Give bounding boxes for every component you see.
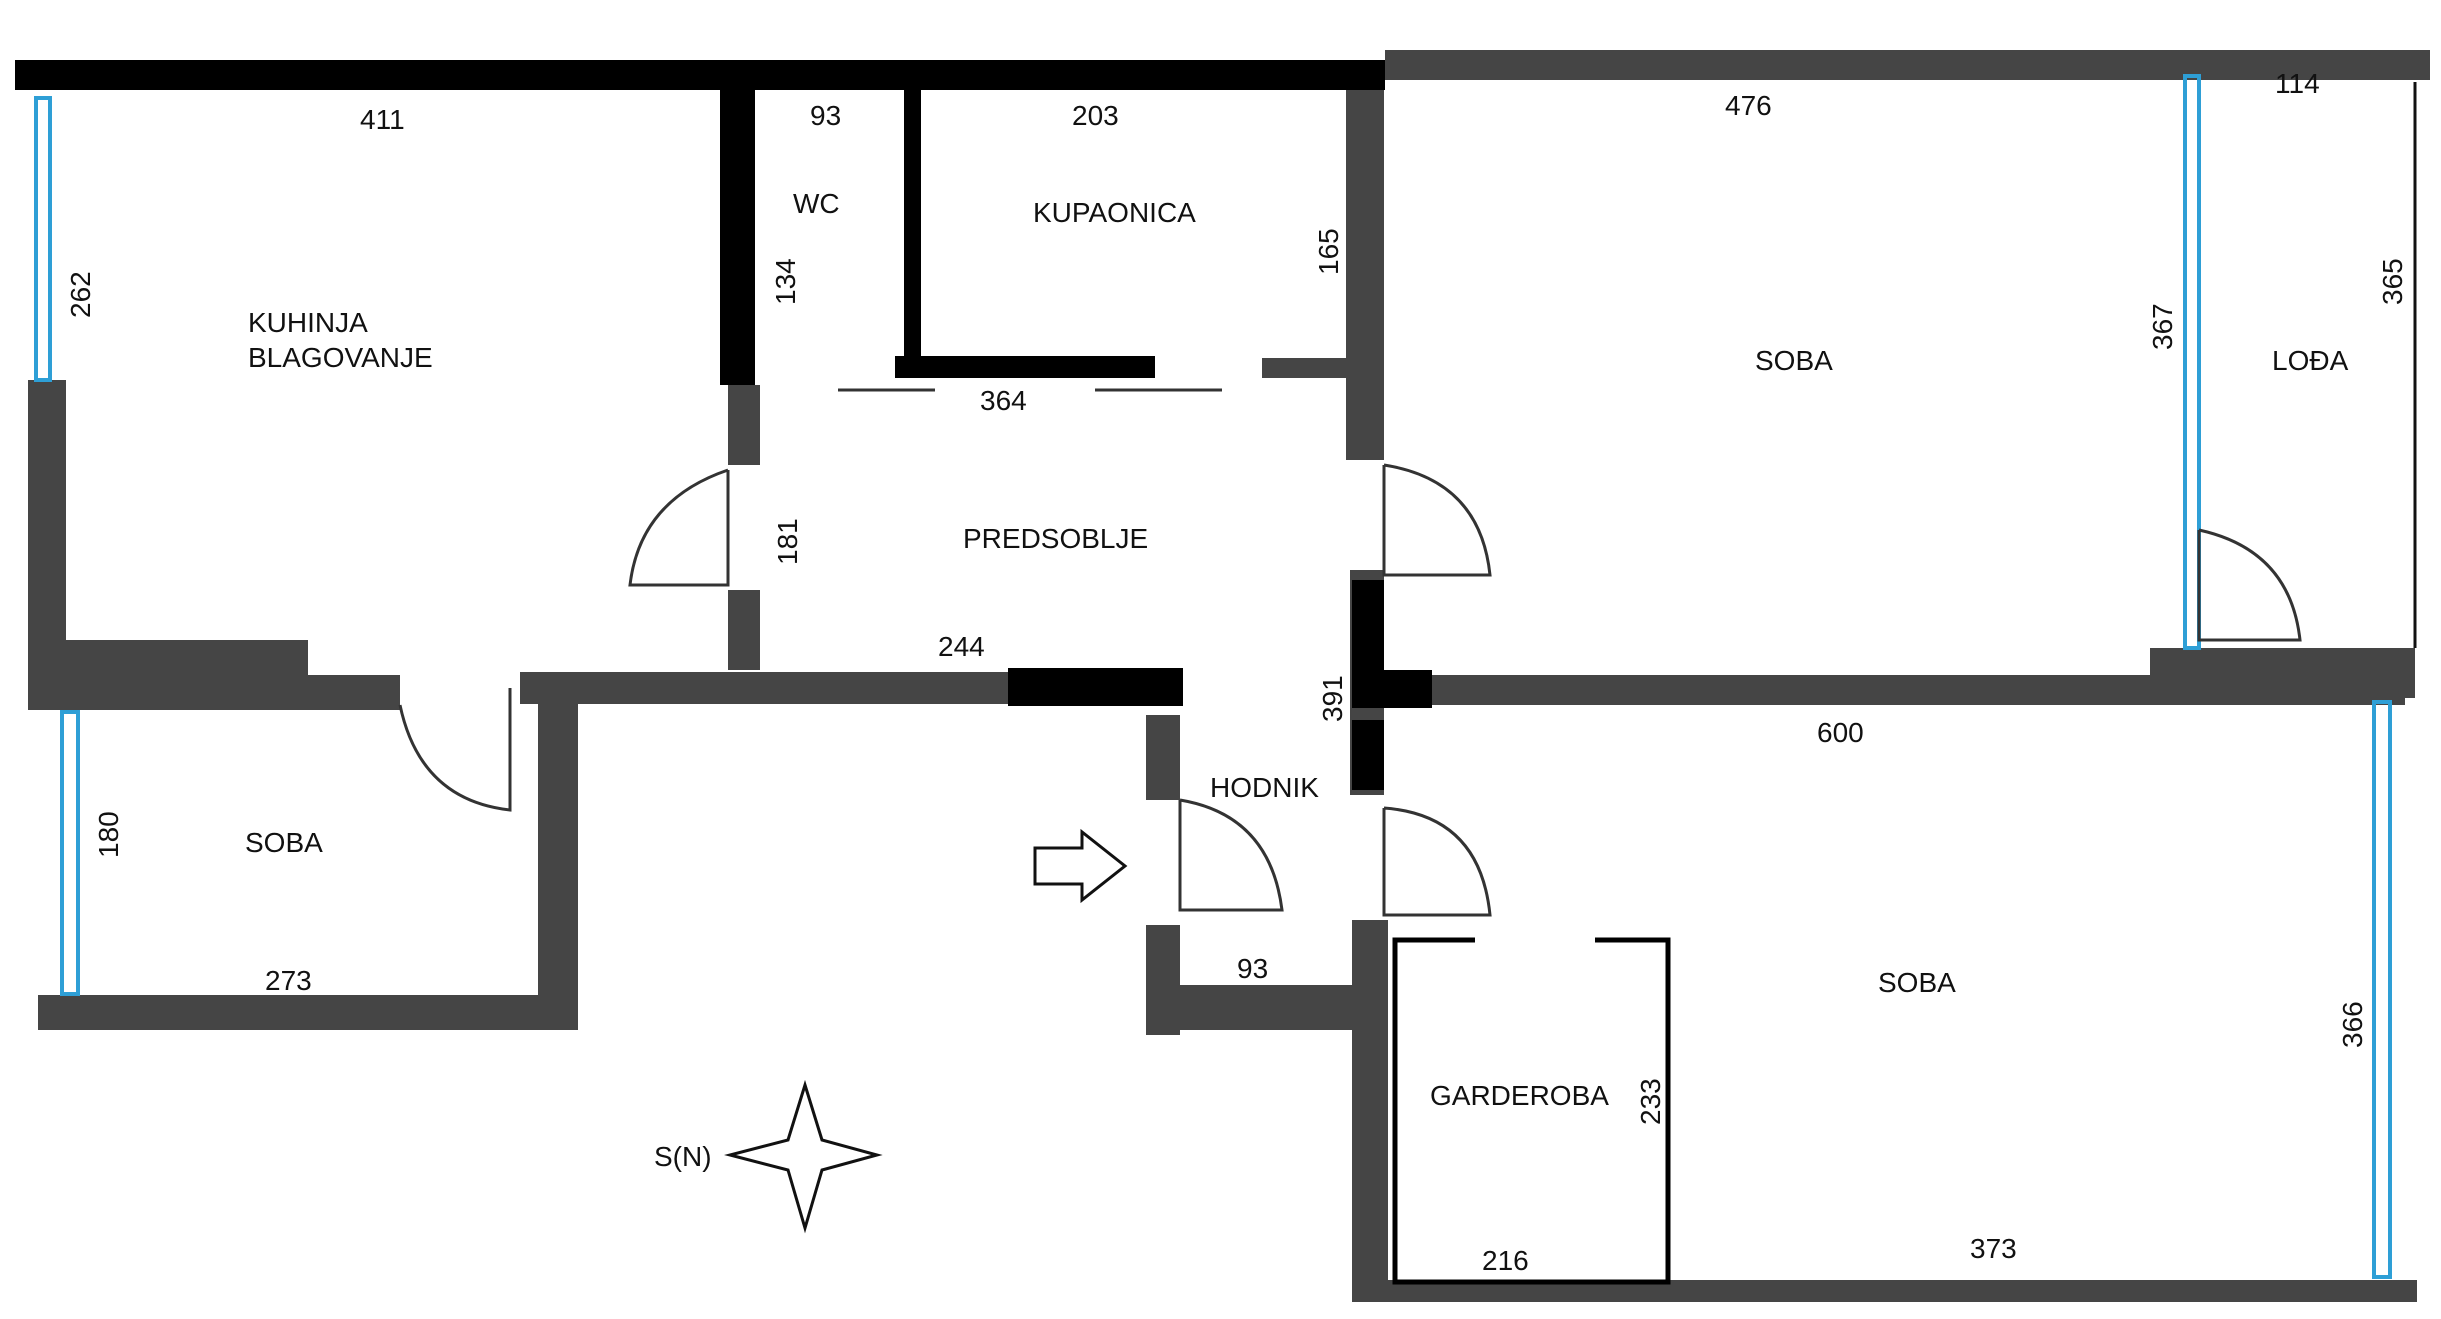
dim-365: 365 <box>2377 258 2408 305</box>
wall-top-right <box>1385 50 2430 80</box>
compass-label: S(N) <box>654 1141 712 1172</box>
dim-411: 411 <box>360 104 405 135</box>
wall-hodnik-west-top <box>1146 715 1180 800</box>
room-wc: WC <box>793 188 840 219</box>
wall-mid-black <box>1008 668 1183 706</box>
dim-600: 600 <box>1817 717 1864 748</box>
wall-central-black-1 <box>1352 580 1384 685</box>
dim-391: 391 <box>1317 675 1348 722</box>
garderoba-wall <box>1392 937 1671 1285</box>
garderoba-outline <box>1392 937 1671 1285</box>
door-loda <box>2197 528 2302 642</box>
wall-central-top <box>1346 85 1384 460</box>
dim-181: 181 <box>772 518 803 565</box>
dim-165: 165 <box>1313 228 1344 275</box>
room-kuhinja-line2: BLAGOVANJE <box>248 342 433 373</box>
room-predsoblje: PREDSOBLJE <box>963 523 1148 554</box>
wall-stub-predsoblje <box>1262 358 1350 378</box>
dim-93-bottom: 93 <box>1237 953 1268 984</box>
window-soba-ne <box>2183 74 2201 650</box>
door-sw-room <box>398 688 512 812</box>
wall-central-bot <box>1352 920 1388 1300</box>
window-soba-se <box>2372 700 2392 1279</box>
dim-244: 244 <box>938 631 985 662</box>
dim-134: 134 <box>770 258 801 305</box>
windows <box>34 74 2392 1279</box>
door-soba-se <box>1382 806 1492 917</box>
arrow-right-icon <box>1033 828 1128 904</box>
dim-180: 180 <box>93 811 124 858</box>
dim-203: 203 <box>1072 100 1119 131</box>
dim-273: 273 <box>265 965 312 996</box>
wall-sw-room-south <box>38 995 578 1030</box>
dim-216: 216 <box>1482 1245 1529 1276</box>
window-sw-room <box>60 710 80 996</box>
room-kuhinja-line1: KUHINJA <box>248 307 368 338</box>
wall-central-black-2 <box>1352 670 1432 708</box>
wall-hodnik-south <box>1146 985 1381 1030</box>
wall-wc-east <box>904 90 921 370</box>
door-soba-ne <box>1382 463 1492 577</box>
door-entry <box>1178 798 1284 912</box>
doors <box>398 388 2302 917</box>
compass-star-icon <box>724 1079 883 1234</box>
walls <box>28 50 2430 1302</box>
dim-93-top: 93 <box>810 100 841 131</box>
dim-262: 262 <box>65 271 96 318</box>
wall-kitchen-east-bot <box>728 590 760 670</box>
wall-sw-room-east <box>538 690 578 1030</box>
wall-kitchen-south-1 <box>28 640 308 710</box>
wall-kitchen-east-low <box>728 385 760 465</box>
dim-366: 366 <box>2337 1001 2368 1048</box>
walls-dark <box>15 60 1432 790</box>
wall-kupaonica-south <box>895 356 1155 378</box>
room-hodnik: HODNIK <box>1210 772 1319 803</box>
room-labels: KUHINJA BLAGOVANJE WC KUPAONICA PREDSOBL… <box>245 188 2349 1111</box>
window-kitchen <box>34 96 52 382</box>
dim-233: 233 <box>1635 1078 1666 1125</box>
wall-wc-west <box>720 90 755 385</box>
room-soba-w: SOBA <box>245 827 323 858</box>
dim-364: 364 <box>980 385 1027 416</box>
wall-central-black-3 <box>1352 720 1384 790</box>
wall-kitchen-south-2 <box>300 675 400 710</box>
dim-373: 373 <box>1970 1233 2017 1264</box>
dim-476: 476 <box>1725 90 1772 121</box>
room-soba-se: SOBA <box>1878 967 1956 998</box>
wall-mid-1 <box>520 672 1010 704</box>
dim-367: 367 <box>2147 303 2178 350</box>
door-kitchen <box>628 468 730 587</box>
room-loda: LOĐA <box>2272 345 2349 376</box>
dim-114: 114 <box>2275 68 2320 99</box>
wall-mid-3 <box>2150 648 2415 698</box>
room-kupaonica: KUPAONICA <box>1033 197 1196 228</box>
wall-top-left <box>15 60 1385 90</box>
room-garderoba: GARDEROBA <box>1430 1080 1609 1111</box>
room-soba-ne: SOBA <box>1755 345 1833 376</box>
wall-se-south <box>1352 1280 2417 1302</box>
dimension-labels: 411 93 203 476 114 262 134 165 367 365 3… <box>65 68 2408 1276</box>
